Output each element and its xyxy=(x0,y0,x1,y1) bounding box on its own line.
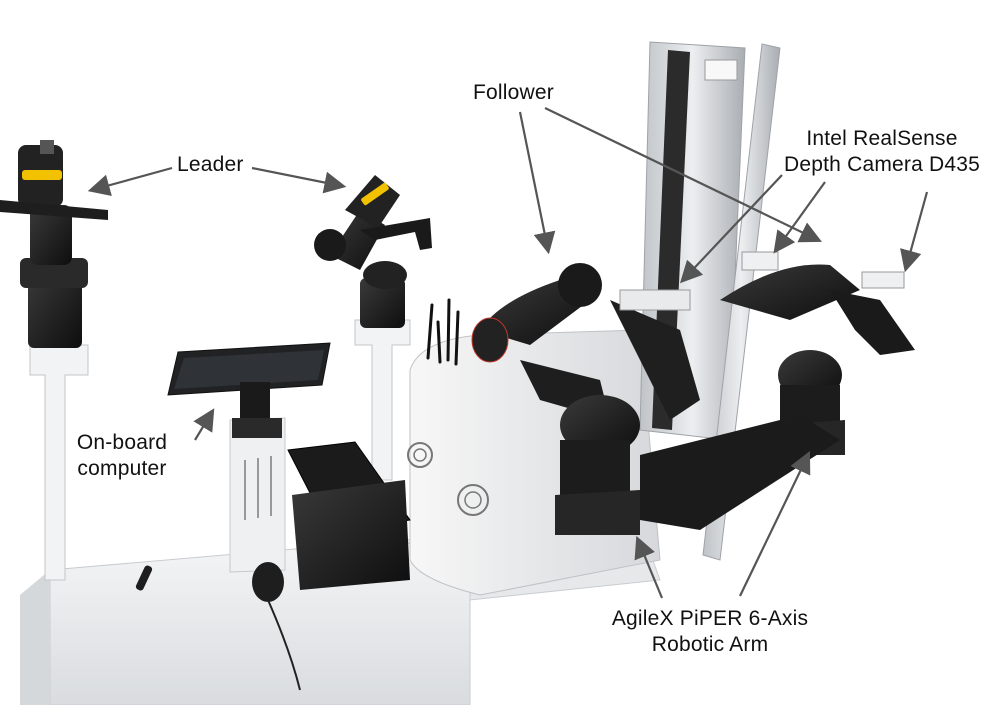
leader-label: Leader xyxy=(177,153,244,176)
computer-label-line1: On-board xyxy=(76,431,168,454)
follower-arm-left xyxy=(471,263,700,535)
camera-label: Intel RealSense Depth Camera D435 xyxy=(772,126,992,178)
fan-grille-left xyxy=(407,442,433,468)
computer-label: On-board computer xyxy=(62,430,182,482)
camera-label-line2: Depth Camera D435 xyxy=(784,153,980,176)
arm-label: AgileX PiPER 6-Axis Robotic Arm xyxy=(590,606,830,658)
arm-label-line1: AgileX PiPER 6-Axis xyxy=(611,607,809,630)
onboard-monitor xyxy=(167,342,331,573)
antennas xyxy=(426,298,460,366)
mouse xyxy=(252,562,284,602)
annotation-arrows xyxy=(87,107,929,599)
arm-label-line2: Robotic Arm xyxy=(651,633,769,656)
fan-grille-right xyxy=(457,484,489,516)
center-bracket xyxy=(640,415,840,530)
camera-label-line1: Intel RealSense xyxy=(806,127,958,150)
leader-arm-right xyxy=(314,175,432,481)
leader-arm-left xyxy=(0,140,108,581)
computer-label-line2: computer xyxy=(77,457,167,480)
follower-label: Follower xyxy=(473,81,554,104)
keyboard-and-computer xyxy=(135,441,411,691)
pen xyxy=(135,565,153,591)
